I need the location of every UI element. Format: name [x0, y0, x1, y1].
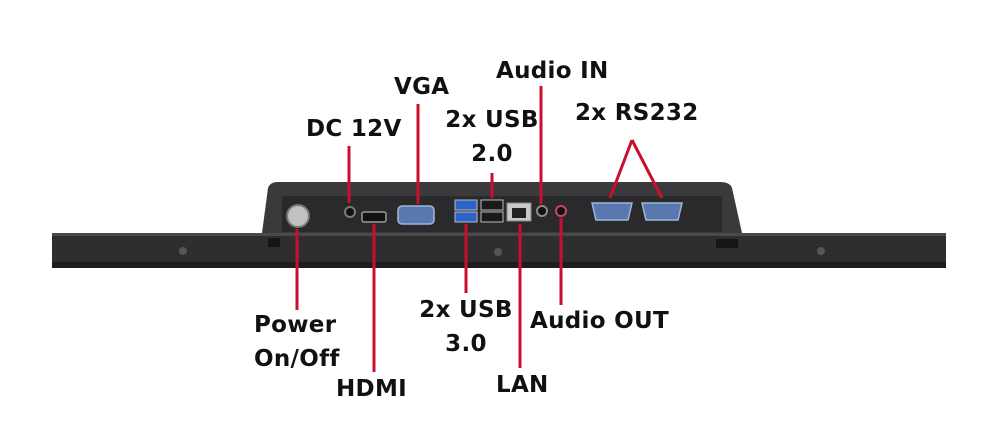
vga-port — [397, 205, 435, 225]
leader-rs232-a — [608, 139, 634, 199]
label-rs232: 2x RS232 — [575, 100, 699, 126]
usb3-port-bottom — [454, 211, 478, 223]
screw-center — [494, 248, 502, 256]
audio-out-jack — [555, 205, 567, 217]
screw-right — [817, 247, 825, 255]
rs232-port-2 — [641, 202, 683, 221]
vent-right — [716, 239, 738, 248]
rs232-port-1 — [591, 202, 633, 221]
dc-jack — [344, 206, 356, 218]
label-hdmi: HDMI — [336, 376, 407, 402]
vent-left — [268, 238, 280, 247]
usb2-port-top — [480, 199, 504, 211]
label-audio-in: Audio IN — [496, 58, 609, 84]
label-usb30-line2: 3.0 — [445, 331, 487, 357]
bezel-highlight — [52, 233, 946, 236]
label-audio-out: Audio OUT — [530, 308, 669, 334]
label-power: Power On/Off — [254, 312, 340, 372]
lan-port-socket — [512, 208, 526, 218]
label-power-line2: On/Off — [254, 346, 340, 372]
usb3-port-top — [454, 199, 478, 211]
label-usb20: 2x USB 2.0 — [440, 107, 544, 167]
label-usb30: 2x USB 3.0 — [414, 297, 518, 357]
audio-in-jack — [536, 205, 548, 217]
power-button — [286, 204, 310, 228]
label-dc-12v: DC 12V — [306, 116, 402, 142]
label-usb20-line1: 2x USB — [445, 107, 539, 133]
label-vga: VGA — [394, 74, 450, 100]
label-lan: LAN — [496, 372, 549, 398]
chassis-bezel — [52, 233, 946, 263]
leader-rs232-b — [630, 139, 664, 199]
hdmi-port — [361, 211, 387, 223]
leader-lines — [295, 86, 664, 372]
screw-left — [179, 247, 187, 255]
usb2-port-bottom — [480, 211, 504, 223]
label-power-line1: Power — [254, 312, 337, 338]
label-usb20-line2: 2.0 — [471, 141, 513, 167]
bezel-shadow — [52, 262, 946, 268]
label-usb30-line1: 2x USB — [419, 297, 513, 323]
